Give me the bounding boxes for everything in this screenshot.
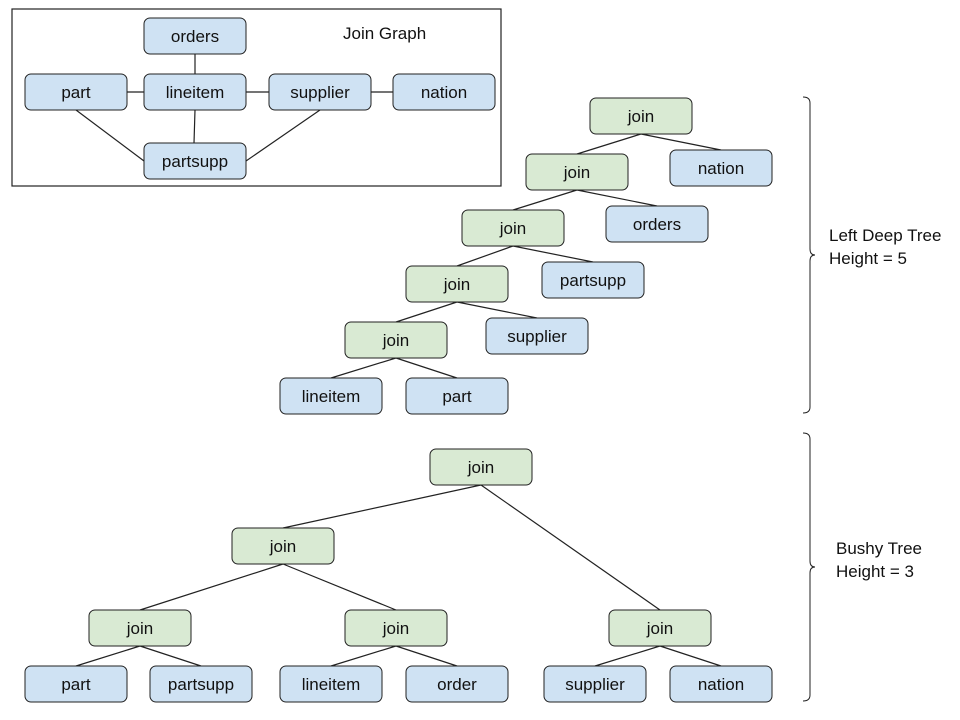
ld-join-5: join (344, 321, 448, 359)
bt-edge-2 (480, 484, 661, 611)
bushy-brace (802, 432, 816, 702)
ld-edge-1 (576, 133, 642, 155)
ld-leaf-partsupp-label: partsupp (560, 271, 626, 290)
bt-edge-9 (594, 645, 661, 667)
bt-edge-4 (282, 563, 397, 611)
ld-leaf-orders: orders (605, 205, 709, 243)
ld-join-3-label: join (499, 219, 526, 238)
jg-edge-supplier-partsupp (245, 109, 321, 162)
ld-join-2-label: join (563, 163, 590, 182)
ld-join-1-label: join (627, 107, 654, 126)
bt-leaf-order: order (405, 665, 509, 703)
jg-node-supplier: supplier (268, 73, 372, 111)
jg-node-partsupp-label: partsupp (162, 152, 228, 171)
ld-leaf-supplier-label: supplier (507, 327, 567, 346)
left-deep-tree-height: Height = 5 (829, 249, 907, 268)
bushy-tree-name: Bushy Tree (836, 539, 922, 558)
ld-edge-7 (395, 301, 458, 323)
ld-leaf-nation: nation (669, 149, 773, 187)
ld-join-3: join (461, 209, 565, 247)
ld-edge-4 (576, 189, 658, 207)
ld-leaf-supplier: supplier (485, 317, 589, 355)
ld-edge-5 (456, 245, 514, 267)
join-graph-title: Join Graph (343, 24, 427, 43)
ld-join-4-label: join (443, 275, 470, 294)
bt-leaf-lineitem: lineitem (279, 665, 383, 703)
ld-edge-10 (395, 357, 458, 379)
bt-join-jl-label: join (269, 537, 296, 556)
jg-edge-lineitem-partsupp (193, 109, 196, 144)
bt-leaf-order-label: order (437, 675, 477, 694)
join-graph-frame (11, 8, 502, 187)
jg-node-lineitem-label: lineitem (166, 83, 225, 102)
bt-join-jll-label: join (126, 619, 153, 638)
bt-leaf-part-label: part (61, 675, 91, 694)
jg-node-lineitem: lineitem (143, 73, 247, 111)
jg-node-orders: orders (143, 17, 247, 55)
left-deep-tree-label: Left Deep Tree Height = 5 (829, 224, 941, 270)
ld-edge-9 (330, 357, 397, 379)
bt-edge-7 (330, 645, 397, 667)
bushy-tree-label: Bushy Tree Height = 3 (836, 537, 922, 583)
jg-node-partsupp: partsupp (143, 142, 247, 180)
ld-leaf-part-label: part (442, 387, 472, 406)
jg-node-part: part (24, 73, 128, 111)
bt-join-jlr: join (344, 609, 448, 647)
bt-edge-6 (139, 645, 202, 667)
bt-edge-3 (139, 563, 284, 611)
bt-join-jlr-label: join (382, 619, 409, 638)
bt-leaf-part: part (24, 665, 128, 703)
jg-node-part-label: part (61, 83, 91, 102)
bushy-tree-height: Height = 3 (836, 562, 914, 581)
bt-edge-5 (75, 645, 141, 667)
ld-join-5-label: join (382, 331, 409, 350)
ld-leaf-partsupp: partsupp (541, 261, 645, 299)
bt-join-root: join (429, 448, 533, 486)
jg-node-nation-label: nation (421, 83, 467, 102)
left-deep-tree-name: Left Deep Tree (829, 226, 942, 245)
bt-join-jll: join (88, 609, 192, 647)
ld-leaf-part: part (405, 377, 509, 415)
bt-leaf-partsupp-label: partsupp (168, 675, 234, 694)
ld-edge-6 (512, 245, 594, 263)
bt-edge-1 (282, 484, 482, 529)
bt-leaf-nation-label: nation (698, 675, 744, 694)
ld-edge-2 (640, 133, 722, 151)
ld-join-4: join (405, 265, 509, 303)
left-deep-brace (802, 96, 816, 414)
bt-edge-10 (659, 645, 722, 667)
bt-join-jl: join (231, 527, 335, 565)
ld-edge-3 (512, 189, 578, 211)
bt-edge-8 (395, 645, 458, 667)
bt-leaf-partsupp: partsupp (149, 665, 253, 703)
ld-edge-8 (456, 301, 538, 319)
ld-join-1: join (589, 97, 693, 135)
ld-leaf-orders-label: orders (633, 215, 681, 234)
ld-leaf-lineitem: lineitem (279, 377, 383, 415)
ld-join-2: join (525, 153, 629, 191)
bt-leaf-nation: nation (669, 665, 773, 703)
jg-node-nation: nation (392, 73, 496, 111)
jg-node-orders-label: orders (171, 27, 219, 46)
bt-leaf-supplier-label: supplier (565, 675, 625, 694)
jg-node-supplier-label: supplier (290, 83, 350, 102)
bt-leaf-supplier: supplier (543, 665, 647, 703)
bt-join-jr: join (608, 609, 712, 647)
bt-join-jr-label: join (646, 619, 673, 638)
ld-leaf-lineitem-label: lineitem (302, 387, 361, 406)
ld-leaf-nation-label: nation (698, 159, 744, 178)
jg-edge-part-partsupp (75, 109, 145, 162)
bt-leaf-lineitem-label: lineitem (302, 675, 361, 694)
bt-join-root-label: join (467, 458, 494, 477)
